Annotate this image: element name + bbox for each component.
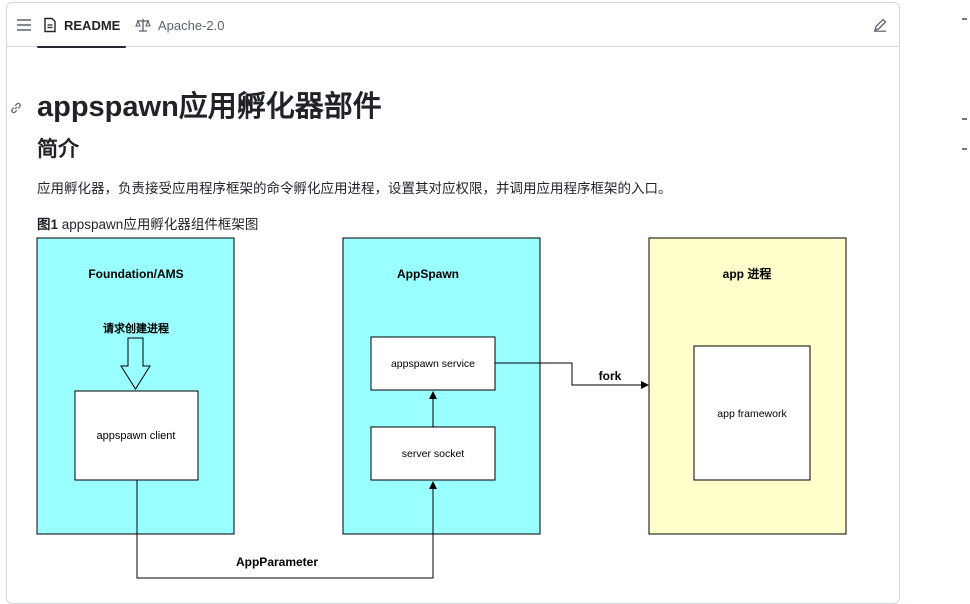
tab-readme[interactable]: README	[37, 3, 127, 48]
request-label: 请求创建进程	[103, 321, 169, 335]
list-icon[interactable]	[16, 17, 32, 33]
socket-box	[370, 426, 496, 481]
section-heading: 简介	[37, 138, 79, 161]
client-box	[74, 390, 199, 481]
request-arrow	[120, 337, 151, 390]
scale-icon	[135, 19, 151, 32]
link-icon[interactable]	[9, 101, 23, 120]
tab-readme-label: README	[64, 17, 121, 33]
client-label: appspawn client	[97, 430, 176, 442]
figure-label: 图1	[37, 217, 59, 232]
book-icon	[44, 17, 56, 33]
framework-label: app framework	[717, 408, 787, 420]
framework-box	[693, 345, 811, 481]
readme-header: README Apache-2.0	[7, 3, 899, 48]
service-box	[370, 336, 496, 391]
foundation-title: Foundation/AMS	[88, 267, 183, 281]
page-title: appspawn应用孵化器部件	[37, 91, 382, 123]
tab-license[interactable]: Apache-2.0	[129, 3, 231, 47]
service-label: appspawn service	[391, 358, 475, 370]
parameter-connector	[136, 480, 434, 579]
figure-caption-text: appspawn应用孵化器组件框架图	[58, 217, 259, 232]
fork-label: fork	[599, 369, 622, 383]
socket-label: server socket	[402, 448, 465, 460]
intro-paragraph: 应用孵化器，负责接受应用程序框架的命令孵化应用进程，设置其对应权限，并调用应用程…	[37, 181, 672, 196]
tab-license-label: Apache-2.0	[158, 17, 225, 33]
app-process-title: app 进程	[723, 266, 772, 281]
figure-caption: 图1 appspawn应用孵化器组件框架图	[37, 215, 258, 235]
appspawn-title: AppSpawn	[397, 267, 459, 281]
pencil-icon[interactable]	[873, 18, 887, 37]
fork-connector	[495, 362, 642, 386]
architecture-diagram: Foundation/AMS 请求创建进程 appspawn client Ap…	[36, 237, 847, 579]
outline-indicator	[962, 0, 970, 588]
parameter-label: AppParameter	[236, 555, 318, 569]
